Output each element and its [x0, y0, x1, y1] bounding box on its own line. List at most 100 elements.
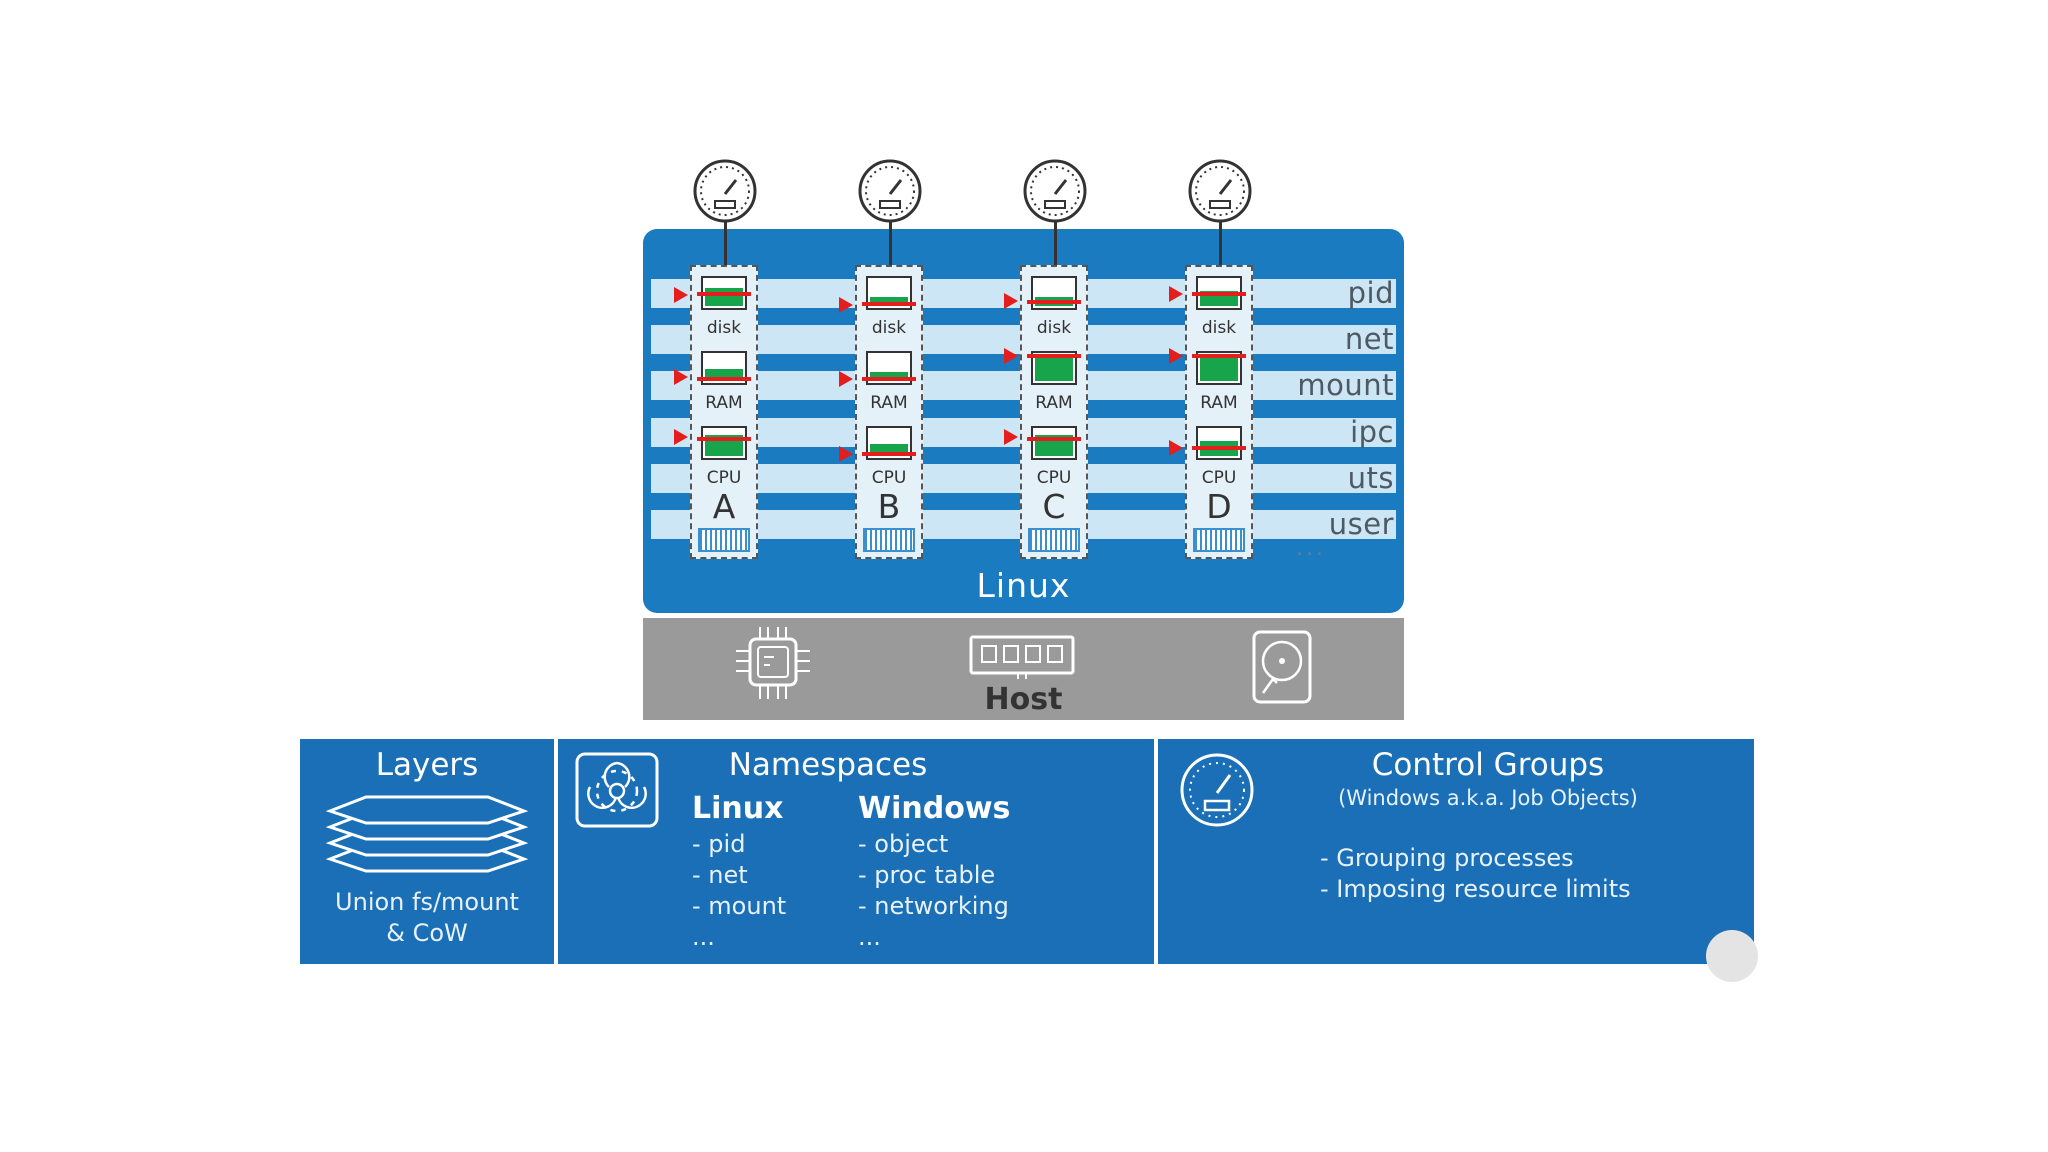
list-item: - mount: [692, 892, 787, 920]
ns-windows-heading: Windows: [858, 791, 1011, 826]
limit-line: [862, 377, 916, 381]
container-c: [1020, 265, 1088, 559]
list-item: ...: [692, 923, 715, 951]
rootfs-barcode-icon: [698, 528, 750, 552]
disk-label: disk: [1036, 318, 1072, 338]
cpu-meter: [1192, 426, 1246, 460]
limit-arrow-icon: [1169, 440, 1183, 456]
cpu-meter: [697, 426, 751, 460]
limit-arrow-icon: [839, 446, 853, 462]
container-letter: C: [1042, 487, 1066, 526]
layers-panel: Layers Union fs/mount & CoW: [300, 739, 554, 964]
gauge-icon: [1188, 159, 1252, 223]
disk-meter: [1192, 276, 1246, 310]
more-namespaces-ellipsis: ...: [1296, 536, 1326, 561]
disk-label: disk: [706, 318, 742, 338]
list-item: - Grouping processes: [1320, 844, 1574, 872]
list-item: - net: [692, 861, 748, 889]
ram-label: RAM: [1035, 393, 1073, 413]
disk-label: disk: [1201, 318, 1237, 338]
limit-line: [862, 452, 916, 456]
layers-desc-line1: Union fs/mount: [335, 888, 519, 916]
layers-stack-icon: [326, 795, 528, 873]
limit-line: [697, 377, 751, 381]
list-item: - Imposing resource limits: [1320, 875, 1631, 903]
disk-meter: [1027, 276, 1081, 310]
usage-fill: [870, 297, 908, 306]
cpu-meter: [862, 426, 916, 460]
layers-title: Layers: [375, 747, 479, 783]
ns-windows-list: - object - proc table - networking ...: [858, 829, 1009, 953]
namespace-label-net: net: [1344, 322, 1394, 356]
gauge-stem: [724, 222, 727, 267]
limit-arrow-icon: [839, 297, 853, 313]
rootfs-barcode-icon: [863, 528, 915, 552]
ns-linux-list: - pid - net - mount ...: [692, 829, 786, 953]
biohazard-icon: [575, 752, 659, 828]
ram-meter: [1027, 351, 1081, 385]
namespace-label-mount: mount: [1297, 368, 1394, 402]
hard-disk-icon: [1252, 630, 1312, 704]
usage-fill: [1200, 354, 1238, 381]
namespace-label-uts: uts: [1347, 461, 1394, 495]
usage-fill: [870, 372, 908, 381]
list-item: - object: [858, 830, 949, 858]
limit-arrow-icon: [1169, 286, 1183, 302]
limit-arrow-icon: [674, 429, 688, 445]
ram-label: RAM: [1200, 393, 1238, 413]
disk-meter: [862, 276, 916, 310]
gauge-icon: [1023, 159, 1087, 223]
namespace-label-pid: pid: [1347, 276, 1394, 310]
rootfs-barcode-icon: [1028, 528, 1080, 552]
layers-desc-line2: & CoW: [386, 919, 468, 947]
limit-arrow-icon: [1004, 429, 1018, 445]
host-label: Host: [984, 682, 1063, 717]
cpu-label: CPU: [1036, 468, 1072, 488]
limit-line: [1027, 354, 1081, 358]
rootfs-barcode-icon: [1193, 528, 1245, 552]
container-b: [855, 265, 923, 559]
limit-line: [697, 292, 751, 296]
limit-line: [1192, 446, 1246, 450]
cpu-label: CPU: [1201, 468, 1237, 488]
ram-meter: [697, 351, 751, 385]
control-groups-list: - Grouping processes - Imposing resource…: [1320, 843, 1631, 905]
limit-line: [1192, 292, 1246, 296]
limit-line: [697, 437, 751, 441]
cpu-label: CPU: [706, 468, 742, 488]
limit-line: [862, 302, 916, 306]
ns-linux-heading: Linux: [692, 791, 784, 826]
limit-arrow-icon: [674, 287, 688, 303]
limit-arrow-icon: [1004, 293, 1018, 309]
limit-arrow-icon: [674, 369, 688, 385]
limit-arrow-icon: [1004, 348, 1018, 364]
disk-label: disk: [871, 318, 907, 338]
container-letter: D: [1206, 487, 1232, 526]
slide-nav-dot[interactable]: [1706, 930, 1758, 982]
limit-line: [1192, 354, 1246, 358]
list-item: - proc table: [858, 861, 996, 889]
gauge-icon: [1180, 753, 1254, 827]
limit-line: [1027, 300, 1081, 304]
control-groups-subtitle: (Windows a.k.a. Job Objects): [1338, 786, 1638, 810]
disk-meter: [697, 276, 751, 310]
gauge-stem: [1219, 222, 1222, 267]
namespaces-panel: Namespaces Linux - pid - net - mount ...…: [558, 739, 1154, 964]
usage-fill: [1035, 354, 1073, 381]
cpu-label: CPU: [871, 468, 907, 488]
ram-label: RAM: [870, 393, 908, 413]
container-d: [1185, 265, 1253, 559]
control-groups-panel: Control Groups (Windows a.k.a. Job Objec…: [1158, 739, 1754, 964]
list-item: - networking: [858, 892, 1009, 920]
cpu-meter: [1027, 426, 1081, 460]
container-letter: B: [877, 487, 901, 526]
ram-meter: [862, 351, 916, 385]
namespace-label-user: user: [1328, 507, 1394, 541]
container-a: [690, 265, 758, 559]
namespace-label-ipc: ipc: [1350, 415, 1394, 449]
namespaces-title: Namespaces: [728, 747, 928, 783]
gauge-stem: [1054, 222, 1057, 267]
gauge-icon: [858, 159, 922, 223]
limit-arrow-icon: [1169, 348, 1183, 364]
limit-arrow-icon: [839, 371, 853, 387]
